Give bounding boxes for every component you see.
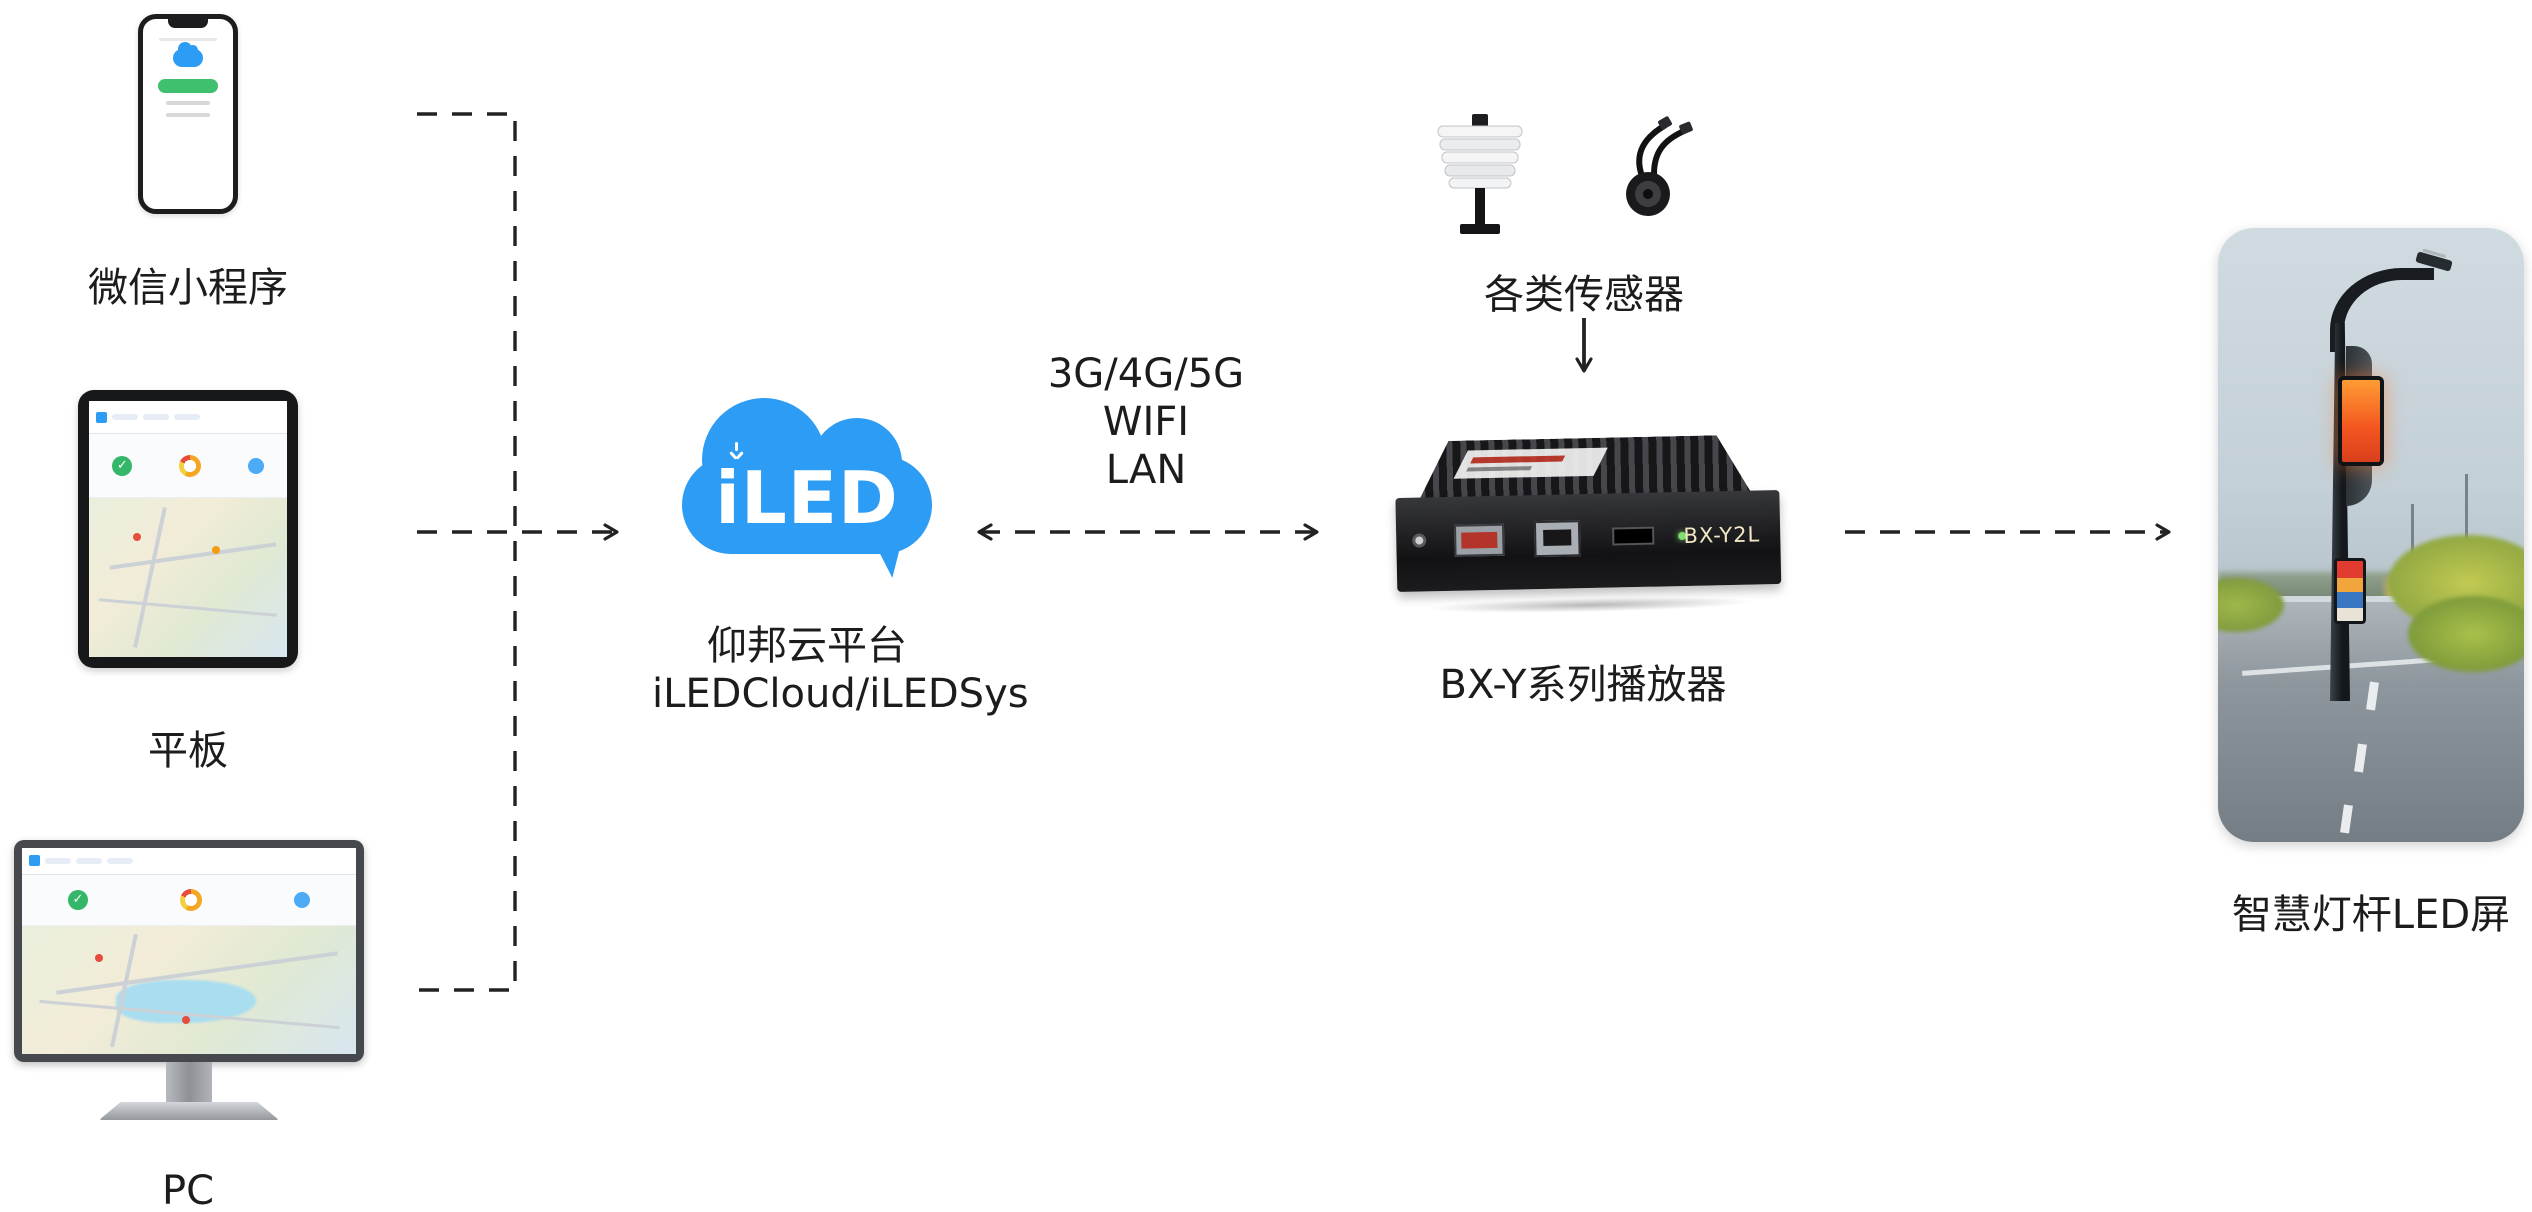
cloud-platform-name: 仰邦云平台 [707,623,907,669]
shield-widget-icon [68,890,88,911]
pole-led-screen [2338,376,2384,466]
dashboard-ui [22,848,356,1054]
dashboard-widgets [89,434,287,499]
phone-screen [146,22,230,206]
roadside-bush [2408,596,2524,673]
dashboard-widgets [22,874,356,927]
pc-stand-neck [166,1062,212,1102]
network-label-wifi: WIFI [1102,399,1190,445]
phone-notch [168,18,208,28]
phone-login-button-graphic [158,79,218,93]
dashboard-map [22,926,356,1054]
sensors-label: 各类传感器 [1484,272,1684,318]
header-chip [143,414,169,421]
header-chip [112,414,138,421]
pole-arm [2330,268,2434,352]
sim-slot-icon [1612,526,1655,546]
dashboard-logo-icon [29,855,40,867]
distant-utility-pole [2465,473,2468,552]
map-pin [211,545,220,554]
header-chip [107,857,133,864]
iled-cloud-logo: iLED [682,398,932,580]
phone-cloud-icon [173,42,203,67]
network-connection-labels: 3G/4G/5G WIFI LAN [996,350,1296,494]
connector-devices-trunk [417,112,517,992]
player-device-illustration: BX-Y2L [1386,432,1790,618]
sparkle-icon [726,442,746,462]
stat-dot-icon [294,892,310,909]
map-pin [95,954,104,963]
network-label-lan: LAN [1105,447,1187,493]
cloud-caption: 仰邦云平台 iLEDCloud/iLEDSys [652,622,1029,718]
cloud-logo-text: iLED [715,456,899,540]
usb-port-icon [1453,523,1505,557]
map-road-line [109,542,277,570]
tablet-screen [89,401,287,657]
dashboard-ui [89,401,287,657]
shield-widget-icon [112,455,133,476]
phone-text-line [166,101,210,105]
cable-sensor-icon [1626,116,1693,216]
radiation-shield-sensor-icon [1437,114,1523,234]
network-label-cellular: 3G/4G/5G [1047,351,1245,397]
player-label: BX-Y系列播放器 [1439,662,1727,708]
antenna-connector-icon [1412,533,1427,548]
map-road-line [99,598,277,617]
dashboard-map [89,498,287,657]
phone-text-line [166,113,210,117]
donut-chart-icon [180,889,202,912]
pc-screen [22,848,356,1054]
tablet-label: 平板 [148,728,228,774]
player-model-text: BX-Y2L [1683,522,1761,548]
sensors-illustration [1437,114,1693,234]
donut-chart-icon [178,454,201,477]
phone-status-bar [158,38,218,41]
pc-illustration [14,840,364,1120]
map-pin [182,1015,191,1024]
stat-dot-icon [247,457,264,474]
wechat-label: 微信小程序 [88,265,288,311]
smart-pole-photo [2218,228,2524,842]
pc-label: PC [161,1168,215,1212]
pc-stand-base [99,1102,279,1120]
pole-led-banner [2334,558,2366,624]
dashboard-header [89,401,287,435]
pole-label: 智慧灯杆LED屏 [2231,892,2511,938]
distant-utility-pole [2411,504,2414,563]
header-chip [174,414,200,421]
player-top-label-sticker [1453,447,1608,479]
cloud-platform-products: iLEDCloud/iLEDSys [652,671,1029,717]
pc-monitor-frame [14,840,364,1062]
player-front-panel: BX-Y2L [1395,489,1782,593]
map-road-line [133,507,168,648]
header-chip [45,857,71,864]
header-chip [76,857,102,864]
map-pin [132,533,141,542]
tablet-illustration [78,390,298,668]
wechat-phone-illustration [138,14,238,214]
road-shoulder [2218,596,2524,603]
cloud-shape [682,456,932,554]
ethernet-port-icon [1533,520,1581,558]
dashboard-header [22,848,356,875]
dashboard-logo-icon [96,411,107,423]
